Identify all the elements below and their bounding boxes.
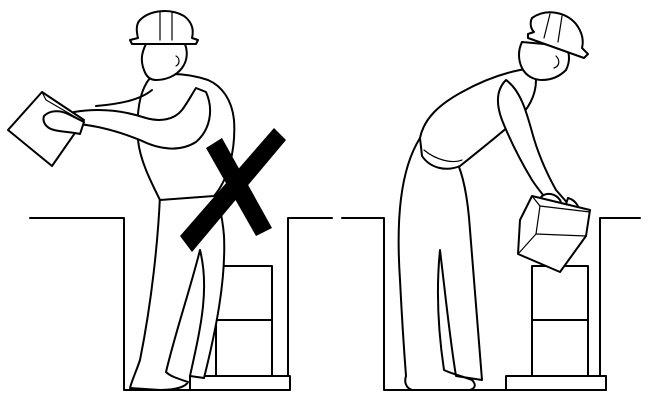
stacked-box-right-top	[532, 266, 588, 320]
panel-correct	[342, 12, 640, 390]
pallet-right	[506, 376, 606, 390]
stacked-box-right-bottom	[532, 320, 588, 376]
box-icon	[518, 196, 590, 272]
panel-incorrect	[8, 11, 332, 390]
worker-hard-hat-icon	[74, 11, 234, 390]
worker-arm-front-right	[498, 80, 570, 214]
floor-pit-outline-right	[342, 218, 640, 390]
stacked-box-left-top	[216, 266, 272, 320]
worker-legs-right	[399, 138, 482, 390]
hard-hat-left	[130, 11, 198, 44]
stacked-box-left-bottom	[216, 320, 272, 376]
